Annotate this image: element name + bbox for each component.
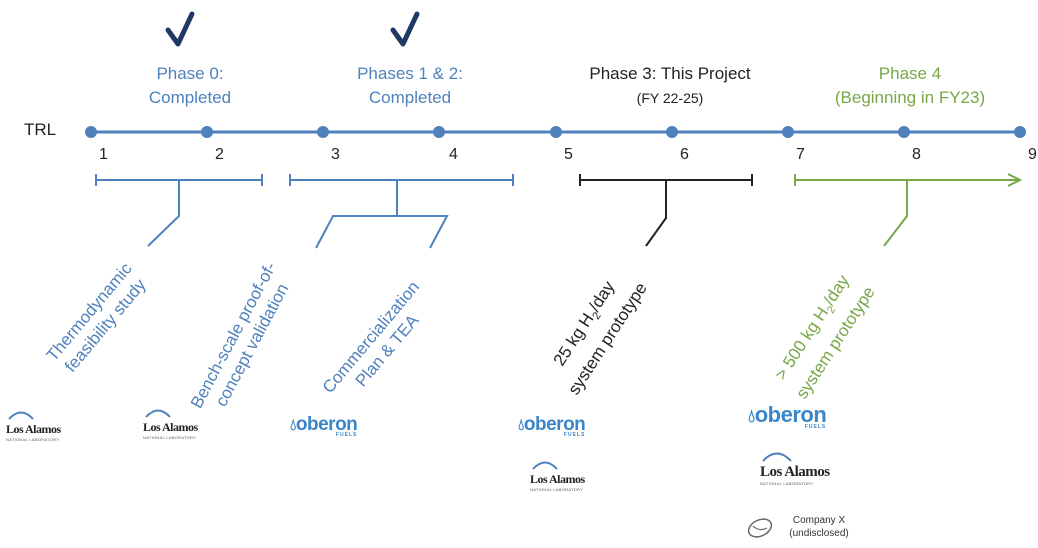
- phase12-title: Phases 1 & 2:: [357, 64, 463, 83]
- los-alamos-arc-icon: [762, 452, 792, 462]
- company-x-note: (undisclosed): [789, 528, 849, 539]
- phase3-header: Phase 3: This Project (FY 22-25): [560, 62, 780, 110]
- trl-point: [666, 126, 678, 138]
- trl-level-2: 2: [215, 146, 224, 163]
- phase4-arrow: [794, 173, 1023, 247]
- phase0-header: Phase 0: Completed: [110, 62, 270, 110]
- trl-points: [85, 126, 1026, 138]
- los-alamos-arc-icon: [532, 461, 558, 470]
- phase3-bracket: [579, 174, 753, 247]
- los-alamos-arc-icon: [145, 409, 171, 418]
- oberon-drop-icon: 💧︎: [748, 406, 755, 426]
- trl-level-6: 6: [680, 146, 689, 163]
- checkmark-icon: [390, 11, 420, 47]
- los-alamos-logo: Los Alamos NATIONAL LABORATORY: [6, 407, 96, 442]
- phase0-bracket: [95, 174, 263, 247]
- oberon-logo: 💧︎oberon FUELS: [290, 414, 358, 438]
- trl-point: [1014, 126, 1026, 138]
- trl-point: [85, 126, 97, 138]
- los-alamos-logo: Los Alamos NATIONAL LABORATORY: [760, 448, 860, 486]
- trl-point: [201, 126, 213, 138]
- company-x-name: Company X: [792, 515, 846, 526]
- los-alamos-logo: Los Alamos NATIONAL LABORATORY: [143, 405, 233, 440]
- trl-point: [317, 126, 329, 138]
- oberon-drop-icon: 💧︎: [518, 417, 524, 434]
- trl-level-1: 1: [99, 146, 108, 163]
- los-alamos-arc-icon: [8, 411, 34, 420]
- phase12-bracket: [289, 174, 514, 249]
- trl-level-7: 7: [796, 146, 805, 163]
- phase4-title: Phase 4: [878, 64, 942, 83]
- trl-level-9: 9: [1028, 146, 1037, 163]
- checkmark-icon: [165, 11, 195, 47]
- trl-point: [550, 126, 562, 138]
- phase12-header: Phases 1 & 2: Completed: [320, 62, 500, 110]
- trl-level-8: 8: [912, 146, 921, 163]
- trl-level-4: 4: [449, 146, 458, 163]
- phase3-title: Phase 3: This Project: [589, 64, 751, 83]
- trl-level-3: 3: [331, 146, 340, 163]
- phase0-title: Phase 0:: [156, 64, 224, 83]
- company-x-icon: [747, 518, 773, 538]
- phase4-period: (Beginning in FY23): [834, 88, 986, 107]
- trl-point: [782, 126, 794, 138]
- phase12-status: Completed: [368, 88, 452, 107]
- trl-label: TRL: [24, 120, 57, 139]
- trl-point: [433, 126, 445, 138]
- trl-level-5: 5: [564, 146, 573, 163]
- los-alamos-logo: Los Alamos NATIONAL LABORATORY: [530, 457, 620, 492]
- phase0-status: Completed: [148, 88, 232, 107]
- phase3-period: (FY 22-25): [636, 90, 704, 106]
- phase4-header: Phase 4 (Beginning in FY23): [810, 62, 1010, 110]
- oberon-logo: 💧︎oberon FUELS: [518, 414, 586, 438]
- trl-point: [898, 126, 910, 138]
- oberon-drop-icon: 💧︎: [290, 417, 296, 434]
- oberon-logo: 💧︎oberon FUELS: [748, 402, 827, 430]
